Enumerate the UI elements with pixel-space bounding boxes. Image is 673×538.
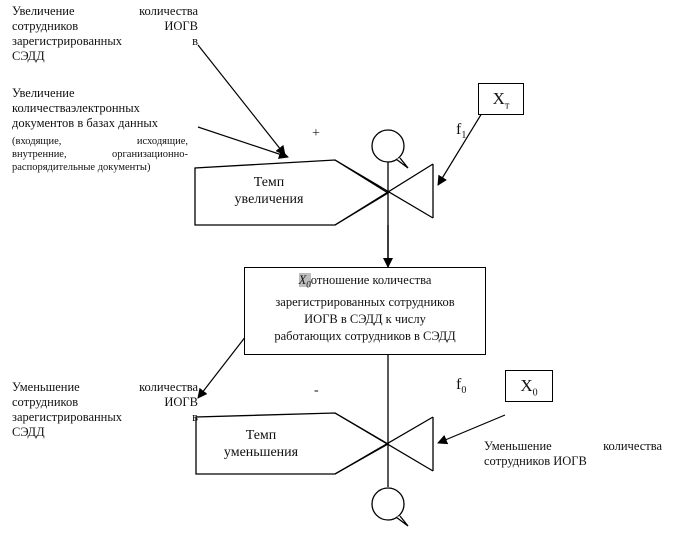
arrow-label2 [197, 126, 289, 159]
arrow-x-top [437, 112, 483, 186]
stock-variable-main: X [298, 273, 307, 287]
label-line: зарегистрированных в [12, 34, 198, 48]
label-increase-registered: Увеличение количества сотрудников ИОГВ з… [12, 4, 198, 64]
variable-f1: f1 [456, 121, 466, 141]
stock-variable-sub: 0 [306, 279, 311, 290]
label-line: Уменьшение количества [484, 439, 662, 453]
source-cloud-icon [371, 129, 409, 169]
flow-label-line: Темп [253, 175, 285, 190]
label-line: количестваэлектронных [12, 101, 140, 115]
note-line: внутренние, организационно- [12, 149, 188, 160]
stock-box: X0отношение количества зарегистрированны… [244, 267, 486, 355]
label-decrease-employees: Уменьшение количества сотрудников ИОГВ [484, 439, 662, 469]
stock-line-2: зарегистрированных сотрудников [275, 294, 455, 309]
variable-main: f [456, 376, 462, 393]
stock-line-3: ИОГВ в СЭДД к числу [304, 311, 426, 326]
label-line: сотрудников ИОГВ [12, 395, 198, 409]
variable-box-xt: Xт [478, 83, 524, 115]
arrow-x-bottom [437, 414, 506, 445]
label-line: СЭДД [12, 425, 45, 439]
label-line: Уменьшение количества [12, 380, 198, 394]
stock-variable: X0 [298, 273, 311, 290]
flow-label-line: уменьшения [223, 445, 299, 460]
label-documents-note: (входящие, исходящие, внутренние, органи… [12, 135, 188, 174]
label-line: зарегистрированных в [12, 410, 198, 424]
variable-sub: т [504, 100, 510, 112]
note-line: (входящие, исходящие, [12, 136, 188, 147]
arrow-label1 [197, 44, 286, 156]
note-line: распорядительные документы) [12, 162, 151, 173]
flow-label-line: Темп [245, 428, 277, 443]
label-line: СЭДД [12, 49, 45, 63]
flow-label-decrease: Темп уменьшения [206, 427, 316, 461]
variable-main: X [492, 89, 505, 108]
variable-f0: f0 [456, 376, 466, 396]
stock-line-4: работающих сотрудников в СЭДД [274, 328, 456, 343]
label-line: Увеличение [12, 86, 75, 100]
flow-label-line: увеличения [234, 192, 304, 207]
flow-label-increase: Темп увеличения [214, 174, 324, 208]
plus-sign: + [312, 126, 320, 141]
minus-sign: - [314, 383, 319, 398]
decrease-valve-icon [195, 412, 434, 475]
sink-cloud-icon [371, 487, 409, 527]
label-line: сотрудников ИОГВ [12, 19, 198, 33]
increase-valve-icon [194, 159, 434, 226]
stock-line-1: X0отношение количества [245, 272, 485, 294]
arrow-to-bottom-left [197, 335, 247, 399]
variable-sub: 0 [461, 385, 467, 397]
variable-sub: 1 [461, 130, 467, 142]
variable-main: f [456, 121, 462, 138]
label-line: Увеличение количества [12, 4, 198, 18]
label-line: документов в базах данных [12, 116, 159, 130]
label-decrease-registered: Уменьшение количества сотрудников ИОГВ з… [12, 380, 198, 440]
variable-sub: 0 [532, 387, 538, 399]
variable-main: X [520, 376, 533, 395]
label-line: сотрудников ИОГВ [484, 454, 587, 468]
stock-text: отношение количества [310, 273, 432, 287]
label-increase-documents: Увеличение количестваэлектронных докумен… [12, 86, 198, 131]
variable-box-x0: X0 [505, 370, 553, 402]
